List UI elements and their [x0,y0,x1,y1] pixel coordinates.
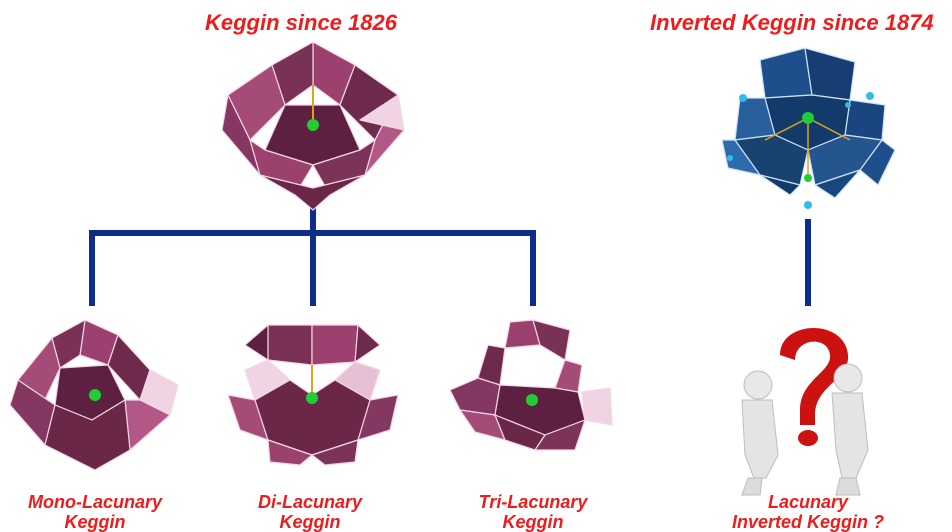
label-line: Keggin [279,512,341,532]
mono-lacunary-structure [9,319,179,471]
label-line: Mono-Lacunary [27,492,162,512]
lacunary-inverted-label: Lacunary Inverted Keggin ? [708,492,908,532]
tri-lacunary-structure [449,319,613,451]
tree-connector [89,202,811,306]
keggin-title: Keggin since 1826 [205,10,397,35]
label-line: Lacunary [767,492,849,512]
label-line: Tri-Lacunary [478,492,588,512]
label-line: Keggin [502,512,564,532]
di-lacunary-label: Di-Lacunary Keggin [210,492,410,532]
mono-lacunary-label: Mono-Lacunary Keggin [0,492,195,532]
label-line: Keggin [64,512,126,532]
di-lacunary-structure [227,324,399,466]
inverted-keggin-title: Inverted Keggin since 1874 [650,10,934,35]
tri-lacunary-label: Tri-Lacunary Keggin [433,492,633,532]
question-mark-icon [780,327,849,446]
keggin-structure [221,41,405,211]
label-line: Di-Lacunary [257,492,363,512]
thinking-figures-icon [741,327,869,496]
inverted-keggin-structure [721,47,896,209]
label-line: Inverted Keggin ? [731,512,884,532]
